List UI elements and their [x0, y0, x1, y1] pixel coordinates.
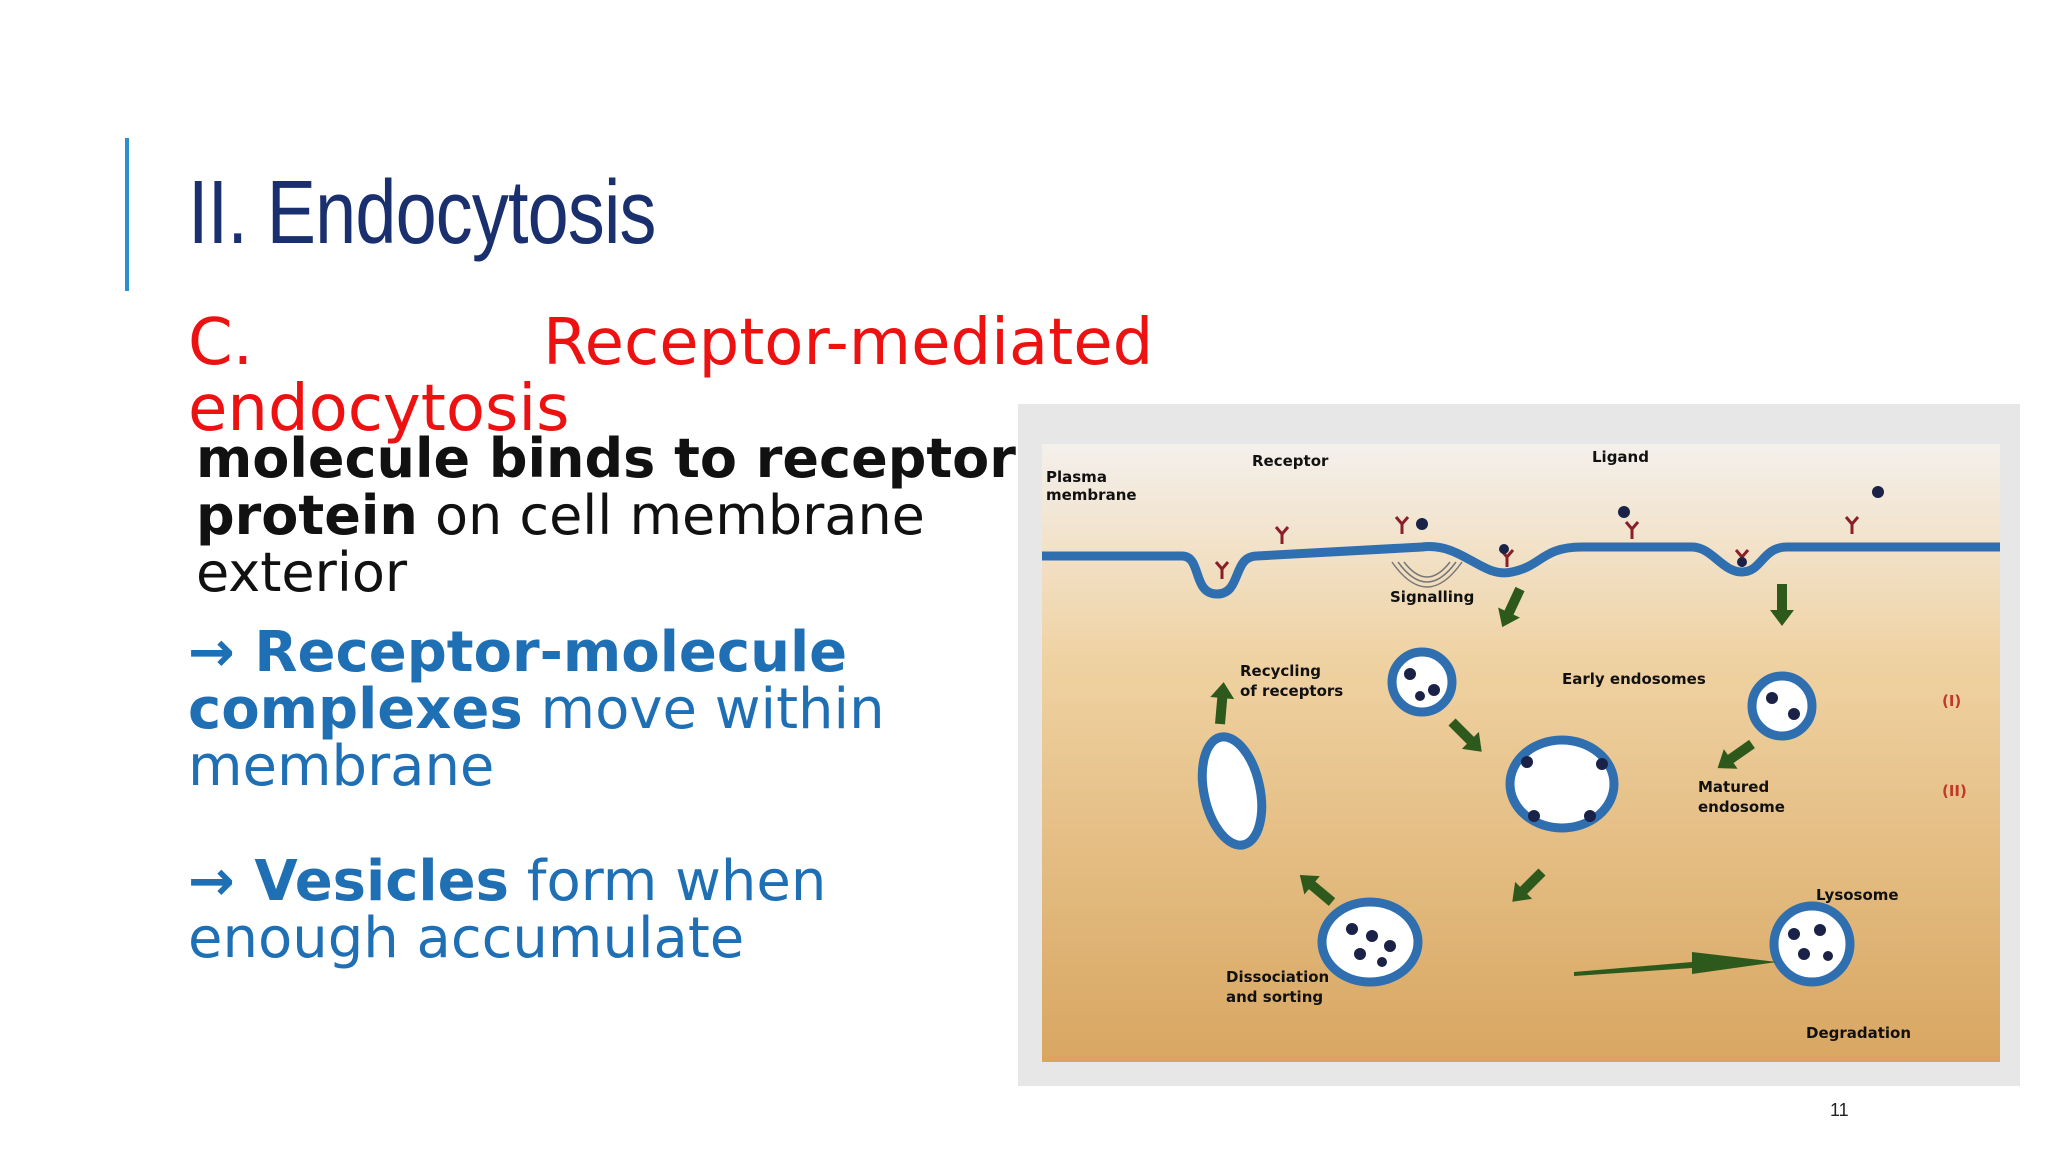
label-dissociation-1: Dissociation: [1226, 968, 1329, 986]
subtitle-main: Receptor-mediated endocytosis: [188, 306, 1154, 446]
label-signalling: Signalling: [1390, 588, 1474, 606]
label-early-endosomes: Early endosomes: [1562, 670, 1706, 688]
label-degradation: Degradation: [1806, 1024, 1911, 1042]
early-endosome-right: [1747, 671, 1817, 741]
bullet1-arrow: →: [188, 620, 255, 685]
bullet-vesicles: → Vesicles form when enough accumulate: [188, 853, 948, 967]
bullet-receptor-complexes: → Receptor-molecule complexes move withi…: [188, 624, 948, 795]
label-plasma-1: Plasma: [1046, 468, 1107, 486]
plasma-membrane: [1042, 542, 2000, 599]
label-lysosome: Lysosome: [1816, 886, 1899, 904]
ligand-icon: [1416, 518, 1428, 530]
bullet2-arrow: →: [188, 849, 255, 914]
label-recycling-1: Recycling: [1240, 662, 1321, 680]
label-plasma-2: membrane: [1046, 486, 1137, 504]
early-endosome-left: [1387, 647, 1457, 717]
slide-subtitle: C.Receptor-mediated endocytosis: [188, 310, 1198, 442]
diagram-svg: Plasma membrane Receptor Ligand Signalli…: [1042, 444, 2000, 1062]
bullet1-bold: Receptor-molecule complexes: [188, 620, 848, 742]
label-recycling-2: of receptors: [1240, 682, 1343, 700]
label-ligand: Ligand: [1592, 448, 1649, 466]
label-dissociation-2: and sorting: [1226, 988, 1323, 1006]
body-rest: on cell membrane exterior: [196, 484, 925, 604]
arrow-icon: [1574, 952, 1777, 976]
recycling-vesicle: [1197, 732, 1267, 850]
slide-title: II. Endocytosis: [188, 163, 656, 263]
bullet1-rest: move within membrane: [188, 677, 885, 799]
signalling-waves-icon: [1391, 561, 1463, 588]
subtitle-prefix: C.: [188, 306, 254, 380]
ligand-icon: [1737, 557, 1747, 567]
bullet2-bold: Vesicles: [254, 849, 509, 914]
label-matured-2: endosome: [1698, 798, 1785, 816]
matured-endosome: [1505, 735, 1619, 833]
ligand-icon: [1499, 544, 1509, 554]
label-matured-1: Matured: [1698, 778, 1769, 796]
bullet2-rest: form when enough accumulate: [188, 849, 827, 971]
endocytosis-diagram: Plasma membrane Receptor Ligand Signalli…: [1018, 404, 2020, 1086]
ligand-icon: [1618, 506, 1630, 518]
dissociation-vesicle: [1317, 897, 1423, 987]
lysosome: [1769, 901, 1855, 987]
ligand-dots: [1346, 668, 1833, 967]
body-bold-2: protein: [196, 484, 418, 547]
body-bold-1: molecule binds to receptor: [196, 427, 1016, 490]
body-paragraph: molecule binds to receptor protein on ce…: [196, 430, 1016, 601]
title-accent-bar: [125, 138, 129, 291]
ligand-icon: [1872, 486, 1884, 498]
label-marker-2: (II): [1942, 782, 1967, 800]
page-number: 11: [1830, 1100, 1849, 1120]
label-marker-1: (I): [1942, 692, 1961, 710]
label-receptor: Receptor: [1252, 452, 1329, 470]
